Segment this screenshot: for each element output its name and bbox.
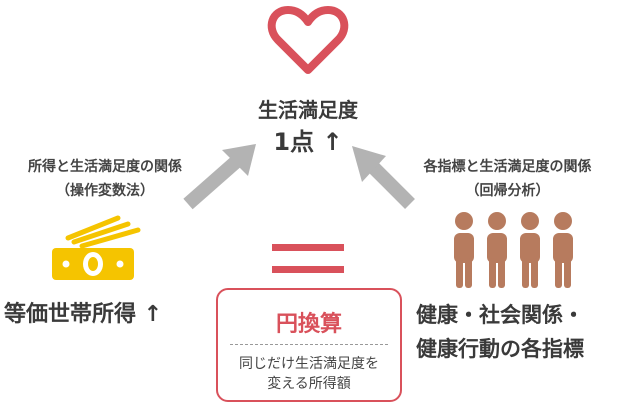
left-relation-line1: 所得と生活満足度の関係 [28,159,182,175]
left-label: 等価世帯所得 ↑ [4,302,163,327]
right-relation-line1: 各指標と生活満足度の関係 [423,159,592,175]
conversion-box [216,288,402,402]
money-icon [52,215,141,280]
heart-icon [267,6,349,74]
equals-icon [272,244,344,273]
right-label: 健康・社会関係・ 健康行動の各指標 [416,298,616,366]
center-value: 1点 ↑ [273,128,343,156]
left-relation-label: 所得と生活満足度の関係 （操作変数法） [0,156,210,200]
conversion-box-divider [230,344,388,345]
right-relation-label: 各指標と生活満足度の関係 （回帰分析） [400,156,615,200]
conversion-box-text: 同じだけ生活満足度を 変える所得額 [216,354,402,394]
conversion-box-title: 円換算 [275,312,342,337]
conversion-box-line2: 変える所得額 [267,376,351,392]
conversion-box-line1: 同じだけ生活満足度を [239,356,379,372]
right-label-line1: 健康・社会関係・ [416,303,584,327]
right-label-line2: 健康行動の各指標 [416,337,584,361]
left-relation-line2: （操作変数法） [56,183,154,199]
center-title: 生活満足度 [258,98,358,122]
right-relation-line2: （回帰分析） [465,183,550,199]
people-icon [454,212,573,288]
